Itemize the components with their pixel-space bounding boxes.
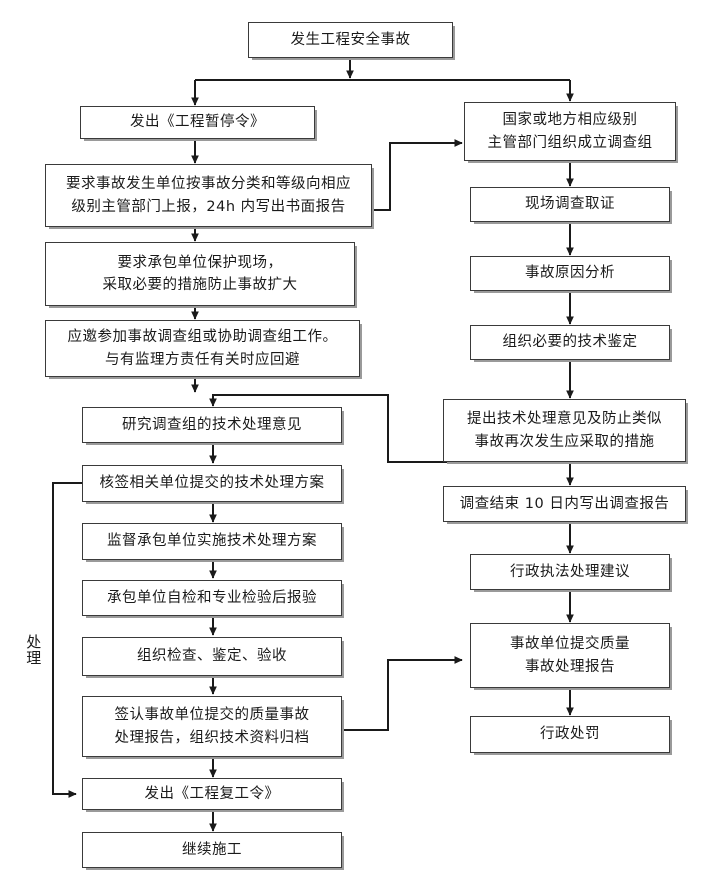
node-label: 继续施工	[182, 841, 242, 858]
edge-n11-to-r8-feedback	[343, 656, 463, 731]
node-label: 调查结束 10 日内写出调查报告	[459, 495, 670, 512]
side-label-handling: 处理	[24, 634, 43, 666]
node-label: 核签相关单位提交的技术处理方案	[99, 475, 325, 492]
node-site-evidence-collection[interactable]: 现场调查取证	[470, 187, 670, 222]
edge-n7-to-n12-feedback	[52, 482, 82, 798]
node-administrative-enforcement-advice[interactable]: 行政执法处理建议	[470, 554, 670, 590]
node-label: 要求事故发生单位按事故分类和等级向相应 级别主管部门上报，24h 内写出书面报告	[66, 176, 351, 215]
node-label: 监督承包单位实施技术处理方案	[107, 533, 317, 550]
node-unit-submits-quality-report[interactable]: 事故单位提交质量 事故处理报告	[470, 623, 670, 688]
node-form-investigation-group[interactable]: 国家或地方相应级别 主管部门组织成立调查组	[464, 102, 676, 161]
node-propose-prevention-measures[interactable]: 提出技术处理意见及防止类似 事故再次发生应采取的措施	[443, 399, 686, 462]
node-issue-suspension-order[interactable]: 发出《工程暂停令》	[80, 106, 315, 139]
node-label: 研究调查组的技术处理意见	[122, 416, 302, 433]
node-label: 承包单位自检和专业检验后报验	[107, 589, 317, 606]
node-countersign-technical-plan[interactable]: 核签相关单位提交的技术处理方案	[82, 465, 342, 502]
node-label: 发出《工程复工令》	[144, 785, 280, 802]
node-issue-resumption-order[interactable]: 发出《工程复工令》	[82, 778, 342, 810]
node-sign-quality-report[interactable]: 签认事故单位提交的质量事故 处理报告，组织技术资料归档	[82, 696, 342, 757]
node-label: 组织必要的技术鉴定	[502, 334, 638, 351]
node-protect-site[interactable]: 要求承包单位保护现场， 采取必要的措施防止事故扩大	[45, 242, 355, 306]
node-report-to-authority[interactable]: 要求事故发生单位按事故分类和等级向相应 级别主管部门上报，24h 内写出书面报告	[45, 164, 372, 227]
node-contractor-self-inspection[interactable]: 承包单位自检和专业检验后报验	[82, 580, 342, 616]
node-label: 提出技术处理意见及防止类似 事故再次发生应采取的措施	[467, 411, 662, 450]
node-join-investigation-group[interactable]: 应邀参加事故调查组或协助调查组工作。 与有监理方责任有关时应回避	[45, 320, 360, 377]
node-label: 发出《工程暂停令》	[130, 114, 265, 131]
node-technical-appraisal[interactable]: 组织必要的技术鉴定	[470, 325, 670, 360]
node-label: 行政执法处理建议	[510, 563, 630, 580]
node-organize-inspection-acceptance[interactable]: 组织检查、鉴定、验收	[82, 637, 342, 676]
node-label: 事故原因分析	[525, 265, 615, 282]
node-label: 组织检查、鉴定、验收	[137, 648, 287, 665]
node-label: 国家或地方相应级别 主管部门组织成立调查组	[487, 112, 653, 151]
node-label: 现场调查取证	[525, 196, 615, 213]
node-label: 发生工程安全事故	[290, 31, 411, 48]
node-accident-occurs[interactable]: 发生工程安全事故	[248, 22, 453, 58]
node-label: 要求承包单位保护现场， 采取必要的措施防止事故扩大	[102, 254, 298, 293]
node-label: 行政处罚	[540, 726, 600, 743]
node-continue-construction[interactable]: 继续施工	[82, 832, 342, 868]
node-supervise-implementation[interactable]: 监督承包单位实施技术处理方案	[82, 523, 342, 560]
node-cause-analysis[interactable]: 事故原因分析	[470, 256, 670, 291]
node-investigation-report-10-days[interactable]: 调查结束 10 日内写出调查报告	[443, 486, 686, 522]
node-label: 应邀参加事故调查组或协助调查组工作。 与有监理方责任有关时应回避	[67, 329, 338, 368]
node-label: 事故单位提交质量 事故处理报告	[510, 636, 630, 675]
node-study-technical-opinion[interactable]: 研究调查组的技术处理意见	[82, 407, 342, 443]
edge-n3-to-r1	[372, 139, 463, 211]
node-label: 签认事故单位提交的质量事故 处理报告，组织技术资料归档	[114, 707, 310, 746]
node-administrative-penalty[interactable]: 行政处罚	[470, 716, 670, 753]
